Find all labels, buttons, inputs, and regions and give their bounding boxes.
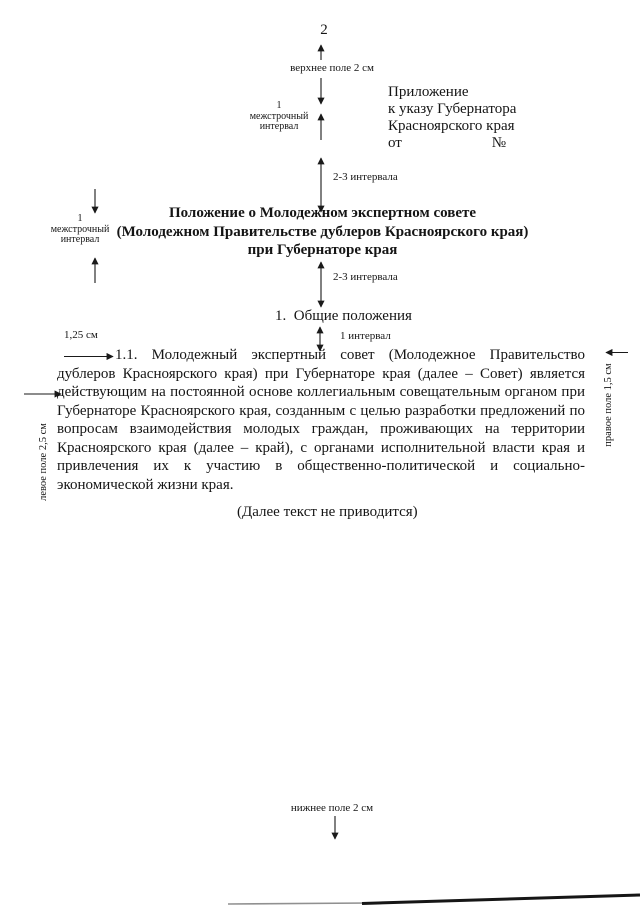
intervals-2-3-label-top: 2-3 интервала [333,171,398,183]
body-paragraph: 1.1. Молодежный экспертный совет (Молоде… [57,347,585,493]
indent-label: 1,25 см [64,329,98,341]
appendix-line: Красноярского края [388,118,515,134]
top-margin-label: верхнее поле 2 см [290,62,374,74]
line-spacing-annotation-line: межстрочный [50,223,110,235]
document-title-line: при Губернаторе края [247,242,398,258]
appendix-number-label: № [491,135,506,151]
interval-1-label: 1 интервал [340,330,391,342]
line-spacing-annotation-line: межстрочный [249,110,309,122]
appendix-line: Приложение [388,84,469,100]
bottom-margin-label: нижнее поле 2 см [290,802,374,814]
line-spacing-annotation-upper: 1 межстрочный интервал [249,100,309,133]
appendix-from-label: от [388,135,402,151]
appendix-line: к указу Губернатора [388,101,517,117]
document-title-line: (Молодежном Правительстве дублеров Красн… [116,223,529,240]
appendix-date-number-line: от № [388,135,506,152]
page-bottom-scan-line [227,902,371,905]
document-title-line: Положение о Молодежном экспертном совете [168,205,477,221]
intervals-2-3-label-bottom: 2-3 интервала [333,271,398,283]
page-bottom-scan-line [361,893,640,905]
line-spacing-annotation-left: 1 межстрочный интервал [45,213,115,246]
line-spacing-annotation-line: интервал [259,121,299,132]
page-number: 2 [320,22,328,38]
line-spacing-annotation-line: 1 [276,100,282,111]
document-title: Положение о Молодежном экспертном совете… [55,204,590,260]
left-margin-label: левое поле 2,5 см [38,423,49,501]
appendix-reference-block: Приложение к указу Губернатора Красноярс… [388,84,516,152]
line-spacing-annotation-line: 1 [77,213,83,224]
text-omitted-note: (Далее текст не приводится) [237,504,418,520]
section-heading: 1. Общие положения [275,308,412,324]
line-spacing-annotation-line: интервал [60,234,100,245]
right-margin-label: правое поле 1,5 см [603,363,614,447]
